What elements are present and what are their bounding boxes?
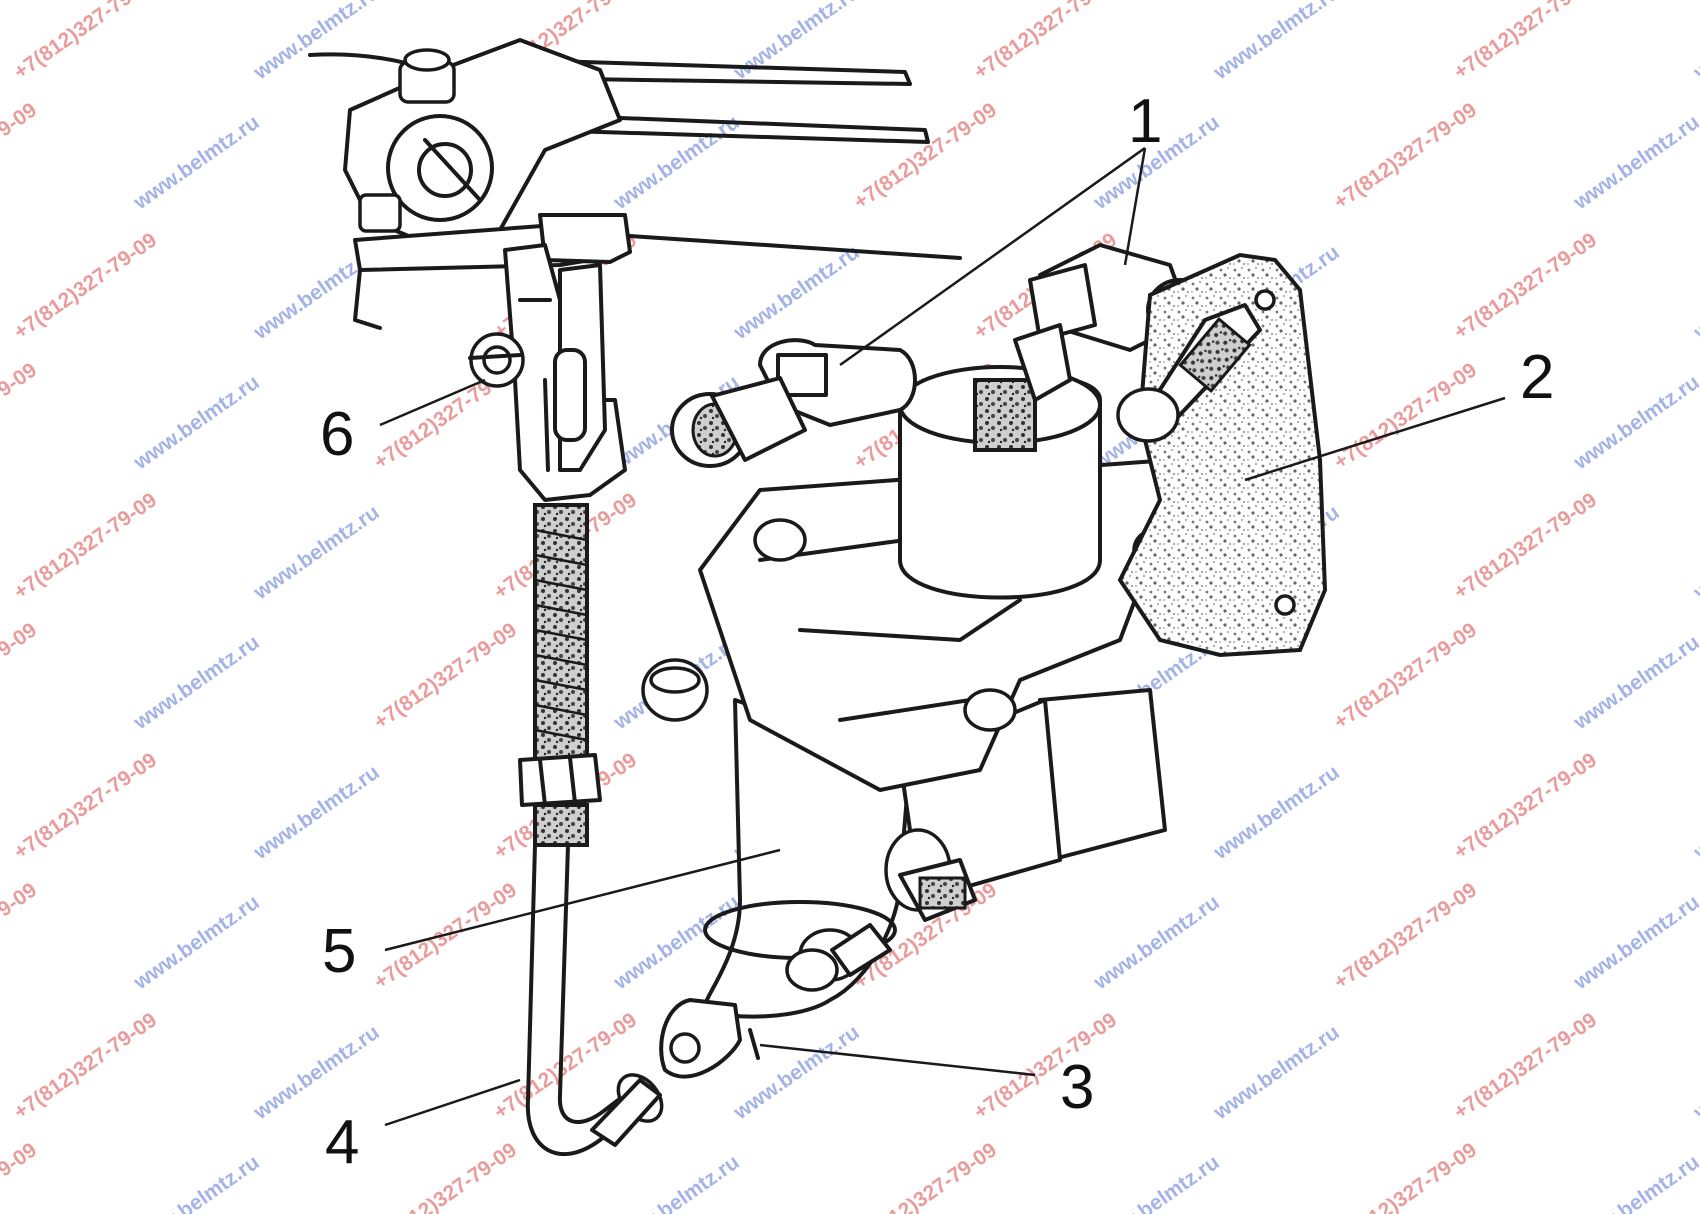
watermark-site: www.belmtz.ru bbox=[1569, 371, 1700, 475]
watermark-site: www.belmtz.ru bbox=[1089, 891, 1224, 995]
watermark-site: www.belmtz.ru bbox=[729, 1021, 864, 1125]
watermark-phone: +7(812)327-79-09 bbox=[10, 1008, 161, 1124]
watermark-phone: +7(812)327-79-09 bbox=[1330, 1138, 1481, 1214]
watermark-site: www.belmtz.ru bbox=[129, 371, 264, 475]
watermark-phone: +7(812)327-79-09 bbox=[1330, 618, 1481, 734]
watermark-phone: +7(812)327-79-09 bbox=[10, 228, 161, 344]
callout-5: 5 bbox=[322, 917, 356, 986]
watermark-phone: +7(812)327-79-09 bbox=[10, 748, 161, 864]
watermark-site: www.belmtz.ru bbox=[129, 891, 264, 995]
brake-valve bbox=[641, 365, 1188, 1079]
watermark-phone: +7(812)327-79-09 bbox=[1450, 228, 1601, 344]
watermark-site: www.belmtz.ru bbox=[249, 501, 384, 605]
watermark-phone: +7(812)327-79-09 bbox=[970, 0, 1121, 84]
watermark-phone: +7(812)327-79-09 bbox=[0, 618, 41, 734]
watermark-site: www.belmtz.ru bbox=[129, 111, 264, 215]
watermark-phone: +7(812)327-79-09 bbox=[10, 488, 161, 604]
watermark-site: www.belmtz.ru bbox=[1569, 1151, 1700, 1214]
watermark-phone: +7(812)327-79-09 bbox=[1330, 98, 1481, 214]
watermark-phone: +7(812)327-79-09 bbox=[1330, 358, 1481, 474]
watermark-phone: +7(812)327-79-09 bbox=[1450, 1008, 1601, 1124]
watermark-site: www.belmtz.ru bbox=[1569, 891, 1700, 995]
clevis-fork bbox=[503, 243, 627, 502]
callout-1: 1 bbox=[1128, 87, 1162, 156]
callout-3: 3 bbox=[1060, 1053, 1094, 1122]
watermark-site: www.belmtz.ru bbox=[1689, 501, 1700, 605]
watermark-site: www.belmtz.ru bbox=[609, 111, 744, 215]
lever-assembly bbox=[308, 38, 962, 330]
watermark-site: www.belmtz.ru bbox=[609, 1151, 744, 1214]
pivot-bolt bbox=[468, 332, 525, 388]
watermark-site: www.belmtz.ru bbox=[249, 761, 384, 865]
watermark-site: www.belmtz.ru bbox=[729, 241, 864, 345]
watermark-phone: +7(812)327-79-09 bbox=[0, 358, 41, 474]
watermark-site: www.belmtz.ru bbox=[249, 1021, 384, 1125]
callout-2: 2 bbox=[1520, 343, 1554, 412]
watermark-phone: +7(812)327-79-09 bbox=[1330, 878, 1481, 994]
watermark-phone: +7(812)327-79-09 bbox=[970, 1008, 1121, 1124]
watermark-site: www.belmtz.ru bbox=[1689, 0, 1700, 85]
watermark-site: www.belmtz.ru bbox=[1689, 241, 1700, 345]
watermark-phone: +7(812)327-79-09 bbox=[850, 98, 1001, 214]
watermark-site: www.belmtz.ru bbox=[129, 631, 264, 735]
adjusting-rod bbox=[518, 503, 602, 847]
watermark-phone: +7(812)327-79-09 bbox=[370, 618, 521, 734]
watermark-phone: +7(812)327-79-09 bbox=[370, 1138, 521, 1214]
watermark-site: www.belmtz.ru bbox=[1209, 1021, 1344, 1125]
callouts: 1 2 3 4 5 6 bbox=[320, 87, 1554, 1177]
watermark-phone: +7(812)327-79-09 bbox=[10, 0, 161, 84]
watermark-site: www.belmtz.ru bbox=[1689, 761, 1700, 865]
watermark-site: www.belmtz.ru bbox=[249, 0, 384, 85]
watermark-site: www.belmtz.ru bbox=[1089, 1151, 1224, 1214]
watermark-site: www.belmtz.ru bbox=[129, 1151, 264, 1214]
watermark-site: www.belmtz.ru bbox=[1569, 631, 1700, 735]
bent-tube bbox=[525, 843, 664, 1157]
watermark-site: www.belmtz.ru bbox=[1209, 0, 1344, 85]
watermark-phone: +7(812)327-79-09 bbox=[0, 1138, 41, 1214]
mounting-plate bbox=[1116, 252, 1328, 658]
watermark-phone: +7(812)327-79-09 bbox=[370, 878, 521, 994]
callout-6: 6 bbox=[320, 400, 354, 469]
watermark-site: www.belmtz.ru bbox=[1569, 111, 1700, 215]
watermark-phone: +7(812)327-79-09 bbox=[0, 878, 41, 994]
hose-fittings bbox=[670, 243, 1214, 468]
watermark-phone: +7(812)327-79-09 bbox=[0, 98, 41, 214]
callout-4: 4 bbox=[325, 1108, 359, 1177]
watermark-site: www.belmtz.ru bbox=[1689, 1021, 1700, 1125]
watermark-phone: +7(812)327-79-09 bbox=[1450, 748, 1601, 864]
leader-lines bbox=[379, 146, 1506, 1127]
watermark-phone: +7(812)327-79-09 bbox=[1450, 488, 1601, 604]
watermark-site: www.belmtz.ru bbox=[1209, 761, 1344, 865]
watermark-phone: +7(812)327-79-09 bbox=[850, 1138, 1001, 1214]
watermark-phone: +7(812)327-79-09 bbox=[1450, 0, 1601, 84]
